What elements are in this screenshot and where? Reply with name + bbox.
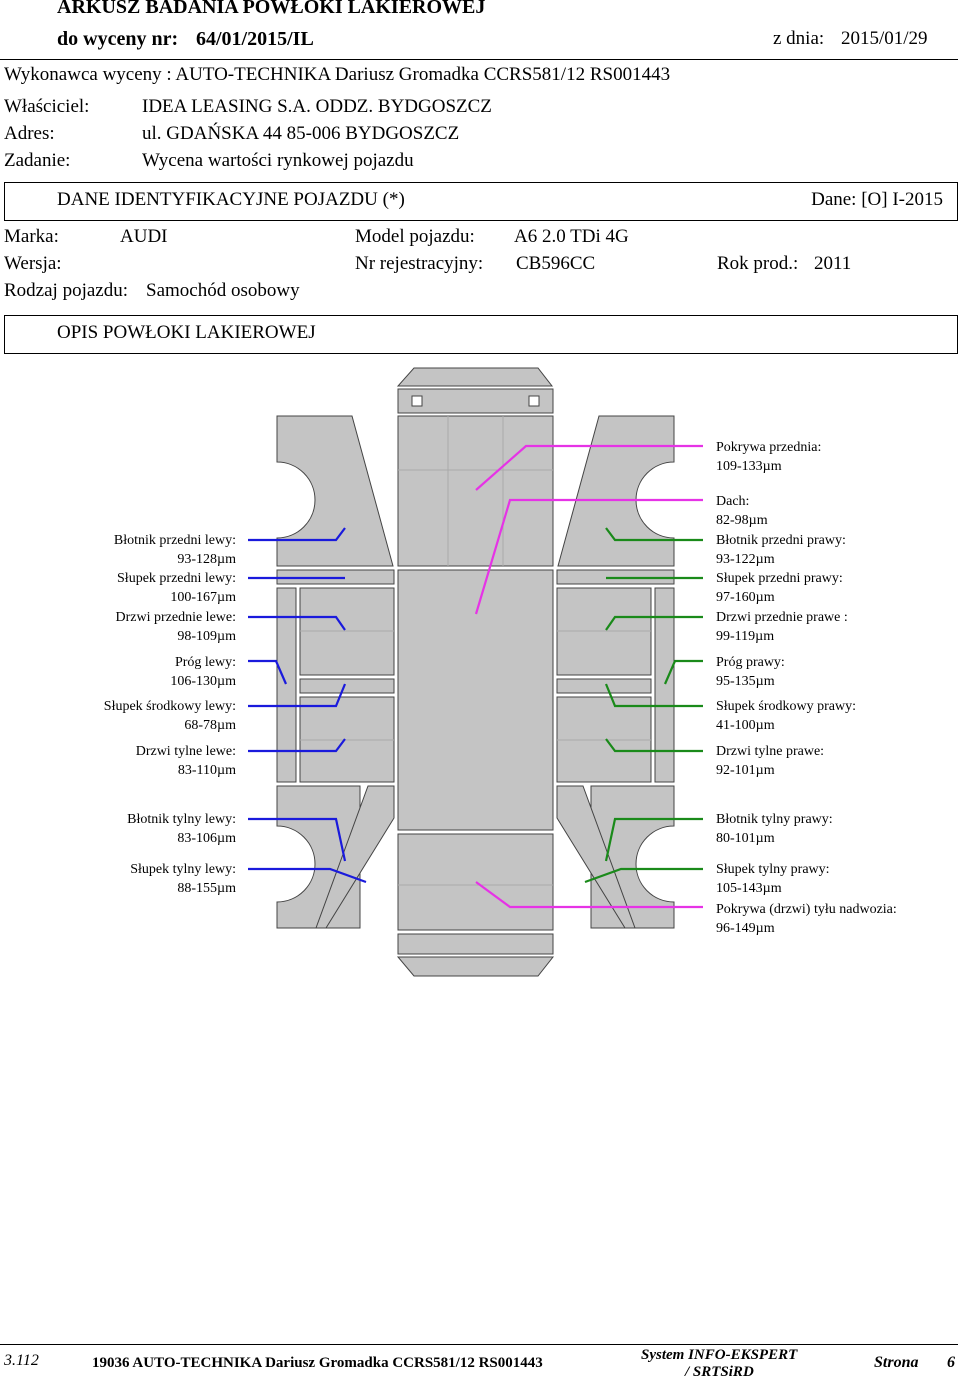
label-right-rear-fender: Błotnik tylny prawy:80-101µm <box>716 812 833 846</box>
label-right-a-pillar: Słupek przedni prawy:97-160µm <box>716 571 843 605</box>
vehicle-type-label: Rodzaj pojazdu: <box>4 280 128 301</box>
left-headlight-marker <box>411 395 423 407</box>
paint-section-box: OPIS POWŁOKI LAKIEROWEJ <box>4 315 958 354</box>
label-left-a-pillar: Słupek przedni lewy:100-167µm <box>117 571 236 605</box>
label-right-rear-door: Drzwi tylne prawe:92-101µm <box>716 744 825 778</box>
registration-value: CB596CC <box>516 253 596 274</box>
rear-bumper-top <box>397 933 554 955</box>
label-left-sill: Próg lewy:106-130µm <box>170 655 236 689</box>
right-b-pillar <box>556 678 652 694</box>
footer-company: 19036 AUTO-TECHNIKA Dariusz Gromadka CCR… <box>92 1355 543 1371</box>
label-right-b-pillar: Słupek środkowy prawy:41-100µm <box>716 699 856 733</box>
right-headlight-marker <box>528 395 540 407</box>
label-left-rear-door: Drzwi tylne lewe:83-110µm <box>135 744 236 778</box>
make-label: Marka: <box>4 226 59 247</box>
page-title: ARKUSZ BADANIA POWŁOKI LAKIEROWEJ <box>57 0 486 18</box>
vehicle-section-box: DANE IDENTYFIKACYJNE POJAZDU (*) Dane: [… <box>4 182 958 221</box>
make-value: AUDI <box>120 226 168 247</box>
footer-version: 3.112 <box>4 1352 39 1369</box>
right-sill <box>654 587 675 783</box>
address-value: ul. GDAŃSKA 44 85-006 BYDGOSZCZ <box>142 123 460 144</box>
contractor: Wykonawca wyceny : AUTO-TECHNIKA Dariusz… <box>4 64 671 85</box>
label-right-c-pillar: Słupek tylny prawy:105-143µm <box>716 862 830 896</box>
version-label: Wersja: <box>4 253 62 274</box>
label-roof: Dach:82-98µm <box>716 494 768 528</box>
label-trunk-lid: Pokrywa (drzwi) tyłu nadwozia:96-149µm <box>716 902 897 936</box>
hood-panel <box>397 415 554 567</box>
left-b-pillar <box>299 678 395 694</box>
date-label: z dnia: <box>773 28 825 49</box>
right-front-fender <box>557 415 675 567</box>
trunk-panel <box>397 833 554 931</box>
left-sill <box>276 587 297 783</box>
header-divider <box>0 59 958 60</box>
label-left-front-door: Drzwi przednie lewe:98-109µm <box>115 610 237 644</box>
date-value: 2015/01/29 <box>841 28 928 49</box>
owner-value: IDEA LEASING S.A. ODDZ. BYDGOSZCZ <box>142 96 492 117</box>
task-value: Wycena wartości rynkowej pojazdu <box>142 150 414 171</box>
quote-number: 64/01/2015/IL <box>196 28 314 50</box>
label-hood: Pokrywa przednia:109-133µm <box>716 440 822 474</box>
quote-label: do wyceny nr: <box>57 28 179 50</box>
vehicle-section-title: DANE IDENTYFIKACYJNE POJAZDU (*) <box>57 189 405 210</box>
registration-label: Nr rejestracyjny: <box>355 253 484 274</box>
label-right-front-door: Drzwi przednie prawe :99-119µm <box>716 610 848 644</box>
footer-divider <box>0 1344 958 1345</box>
year-label: Rok prod.: <box>717 253 799 274</box>
task-label: Zadanie: <box>4 150 71 171</box>
paint-section-title: OPIS POWŁOKI LAKIEROWEJ <box>57 322 316 343</box>
rear-bumper <box>396 956 555 977</box>
left-c-pillar <box>315 785 395 929</box>
year-value: 2011 <box>814 253 852 274</box>
owner-label: Właściciel: <box>4 96 90 117</box>
footer-system: System INFO-EKSPERT <box>641 1347 798 1363</box>
label-right-front-fender: Błotnik przedni prawy:93-122µm <box>716 533 846 567</box>
label-left-front-fender: Błotnik przedni lewy:93-128µm <box>113 533 236 567</box>
left-front-fender <box>276 415 394 567</box>
front-grille <box>397 388 554 414</box>
footer-page-label: Strona <box>874 1354 919 1371</box>
model-label: Model pojazdu: <box>355 226 475 247</box>
front-bumper <box>396 367 554 387</box>
footer-system-sub: / SRTSiRD <box>685 1364 754 1380</box>
address-label: Adres: <box>4 123 55 144</box>
label-left-c-pillar: Słupek tylny lewy:88-155µm <box>130 862 236 896</box>
vehicle-type-value: Samochód osobowy <box>146 280 300 301</box>
footer-page-number: 6 <box>947 1354 955 1371</box>
right-c-pillar <box>556 785 636 929</box>
label-right-sill: Próg prawy:95-135µm <box>716 655 785 689</box>
label-left-rear-fender: Błotnik tylny lewy:83-106µm <box>127 812 236 846</box>
label-left-b-pillar: Słupek środkowy lewy:68-78µm <box>103 699 236 733</box>
model-value: A6 2.0 TDi 4G <box>514 226 629 247</box>
vehicle-data-label: Dane: [O] I-2015 <box>811 189 943 210</box>
roof-panel <box>397 569 554 831</box>
